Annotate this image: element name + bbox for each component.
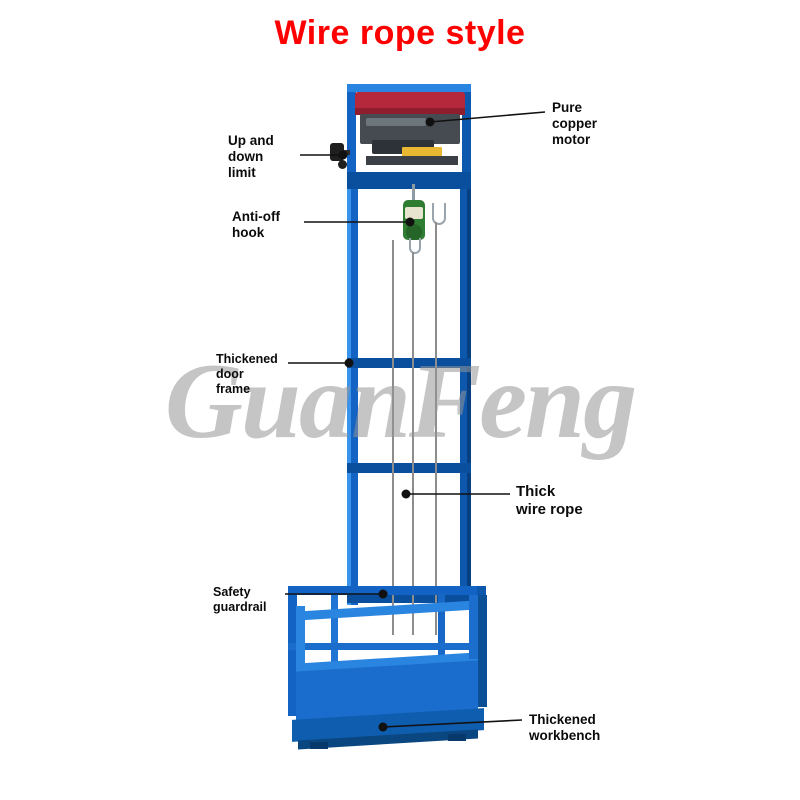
basket-top-rail (288, 586, 486, 595)
motor-body-highlight (366, 118, 426, 126)
wire-rope-center (412, 252, 414, 635)
limit-switch-weight (338, 160, 347, 169)
callout-label-thickened-door-frame: Thickened door frame (216, 352, 278, 396)
anti-off-hook-pulley (406, 224, 422, 240)
motor-red-cover-shadow (355, 108, 465, 115)
callout-label-pure-copper-motor: Pure copper motor (552, 100, 598, 147)
workbench-foot-left2 (310, 742, 328, 749)
mast-brace-1 (347, 180, 471, 189)
wire-rope-left (392, 240, 394, 635)
basket-side-depth (478, 595, 487, 707)
page-title: Wire rope style (274, 14, 526, 52)
anti-off-hook-plate (405, 207, 423, 219)
mast-left-rail (347, 180, 358, 605)
hook-top-shackle (412, 184, 415, 200)
mast-right-rail-shadow (467, 180, 471, 605)
basket-front-post-left (296, 606, 305, 670)
basket-front-post-right (469, 595, 478, 659)
basket-mid-rail (288, 643, 486, 650)
basket-post-inner-left (331, 594, 338, 714)
callout-label-thick-wire-rope: Thick wire rope (516, 483, 583, 518)
wire-rope-right (435, 222, 437, 635)
mast-brace-4 (347, 593, 471, 603)
limit-switch-body (330, 143, 344, 161)
mast-brace-3 (347, 463, 471, 473)
side-hook (432, 203, 446, 225)
workbench-foot-right (448, 734, 466, 741)
mast-top-box (347, 84, 471, 180)
basket-post-left (288, 586, 297, 716)
mast-brace-2 (347, 358, 471, 368)
callout-label-thickened-workbench: Thickened workbench (529, 712, 601, 743)
mast-left-rail-highlight (347, 180, 351, 605)
callout-label-up-and-down-limit: Up and down limit (228, 133, 274, 180)
hook-lower-hook (409, 238, 421, 254)
motor-yellow-plate (402, 147, 442, 158)
basket-post-inner-right (438, 594, 445, 706)
basket-front-top-rail (296, 600, 478, 621)
mast-right-rail (460, 180, 471, 605)
motor-base-plate (366, 156, 458, 165)
callout-label-safety-guardrail: Safety guardrail (213, 585, 267, 614)
callout-label-anti-off-hook: Anti-off hook (232, 209, 280, 240)
